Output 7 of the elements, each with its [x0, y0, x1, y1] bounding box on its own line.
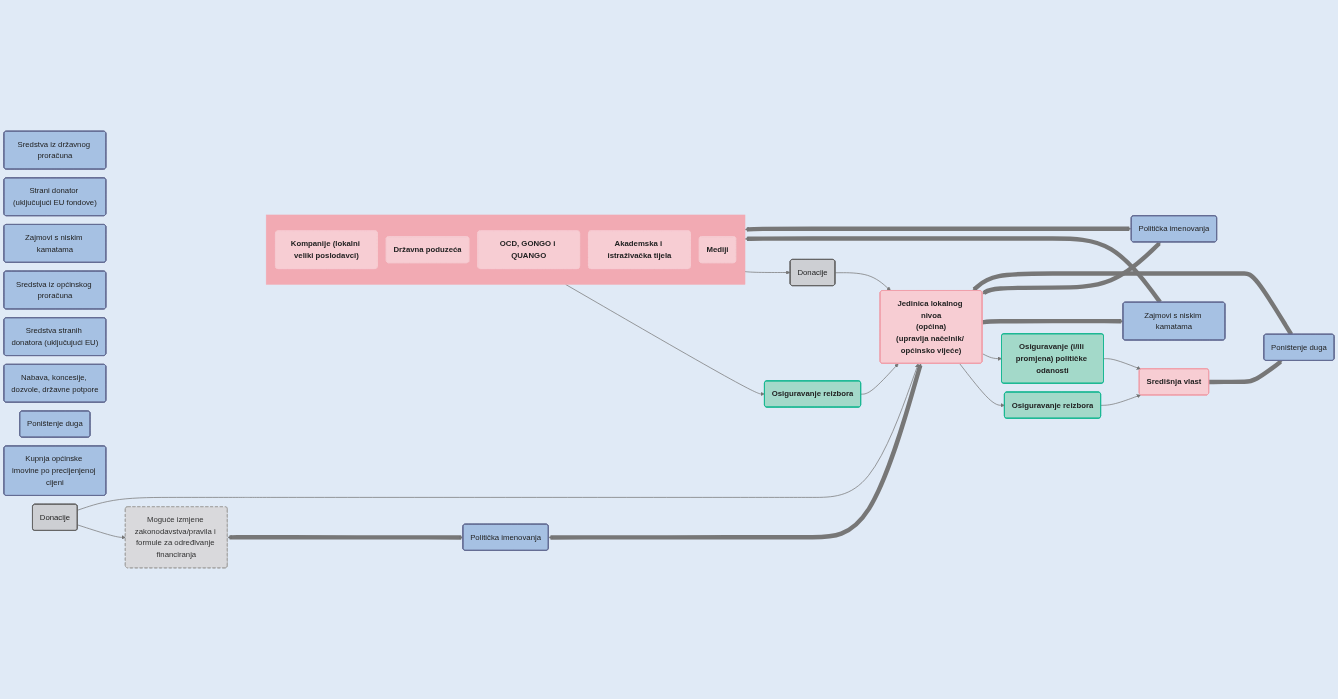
arrow [227, 535, 464, 540]
arrow [982, 241, 1161, 295]
arrow [972, 271, 1294, 336]
arrow [1208, 360, 1283, 385]
arrow [744, 226, 1132, 232]
cluster [265, 214, 746, 285]
arrow [981, 318, 1124, 325]
